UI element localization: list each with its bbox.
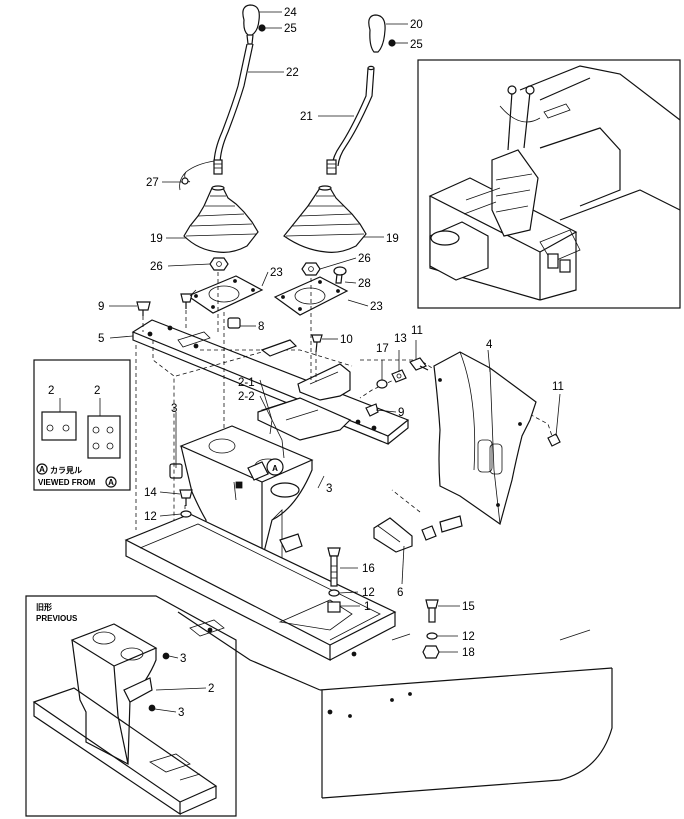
callout-3-previous-top: 3 (180, 653, 186, 665)
nut-18 (422, 645, 440, 659)
callout-25-right: 25 (410, 39, 423, 51)
base-frame (124, 513, 397, 661)
svg-text:A: A (272, 464, 278, 473)
previous-model-inset (25, 595, 237, 817)
nut-26-left (209, 257, 229, 271)
callout-20: 20 (410, 19, 423, 31)
callout-28: 28 (358, 278, 371, 290)
callout-18: 18 (462, 647, 475, 659)
bolt-17 (376, 379, 388, 389)
pin-8 (227, 317, 241, 329)
screw-11-left (409, 357, 429, 371)
callout-9-left: 9 (98, 301, 104, 313)
callout-16: 16 (362, 563, 375, 575)
lever-knob-left (242, 4, 260, 36)
washer-12-center (328, 589, 340, 597)
callout-23-left: 23 (270, 267, 283, 279)
callout-labels: 24 25 20 25 22 21 27 19 19 26 26 23 23 2… (98, 7, 564, 719)
rubber-boot-right (283, 185, 367, 253)
bracket-2-1 (257, 339, 352, 441)
callout-2-previous: 2 (208, 683, 214, 695)
callout-4: 4 (486, 339, 493, 351)
rubber-boot-left (183, 185, 259, 253)
bracket-6 (373, 515, 463, 553)
callout-11-left: 11 (411, 325, 423, 337)
legend-text-jp: カラ見ル (50, 465, 82, 475)
bolt-9-upper (180, 293, 193, 309)
previous-title-en: PREVIOUS (36, 614, 78, 623)
legend-marker: A (39, 465, 45, 474)
callout-17: 17 (376, 343, 389, 355)
callout-25-left: 25 (284, 23, 297, 35)
previous-title-jp: 旧形 (36, 602, 52, 612)
callout-1: 1 (364, 601, 370, 613)
pin-28 (333, 266, 347, 284)
washer-12-left (180, 510, 192, 518)
machine-floor-outline (177, 611, 613, 799)
callout-12-center: 12 (362, 587, 375, 599)
callout-6: 6 (397, 587, 403, 599)
callout-24: 24 (284, 7, 297, 19)
bolt-16 (327, 547, 341, 587)
legend-number-a: 2 (48, 385, 54, 397)
previous-inset-title: 旧形 PREVIOUS (36, 602, 78, 623)
part-1 (327, 601, 341, 613)
bracket-near-10 (297, 363, 351, 401)
screw-11-right (547, 433, 561, 447)
legend-labels: 2 2 A カラ見ル VIEWED FROM A (36, 385, 117, 488)
bolt-14 (179, 489, 193, 506)
callout-22: 22 (286, 67, 299, 79)
callout-19-left: 19 (150, 233, 163, 245)
installed-view-inset (417, 59, 681, 309)
legend-box (33, 359, 131, 491)
legend-text-en: VIEWED FROM (38, 478, 96, 487)
legend-number-b: 2 (94, 385, 100, 397)
view-a-marker: A (266, 458, 284, 476)
leader-lines (109, 11, 561, 713)
callout-15: 15 (462, 601, 475, 613)
bolt-10 (311, 334, 323, 353)
nut-26-right (301, 262, 321, 276)
callout-10: 10 (340, 334, 353, 346)
callout-26-right: 26 (358, 253, 371, 265)
callout-9-right: 9 (398, 407, 404, 419)
legend-marker-en: A (108, 478, 114, 487)
callout-2-1: 2-1 (238, 377, 255, 389)
callout-19-right: 19 (386, 233, 399, 245)
callout-13: 13 (394, 333, 407, 345)
callout-12-right: 12 (462, 631, 475, 643)
callout-3-left: 3 (171, 403, 177, 415)
callout-3-right: 3 (326, 483, 332, 495)
cover-plate-left (186, 275, 264, 314)
bolt-9-right (365, 403, 379, 417)
washer-12-right (426, 632, 438, 640)
callout-27: 27 (146, 177, 159, 189)
left-lever-assembly (179, 4, 266, 191)
bolt-15 (425, 599, 439, 623)
callout-11-right: 11 (552, 381, 564, 393)
lever-knob-right (368, 14, 386, 53)
callout-14: 14 (144, 487, 157, 499)
callout-8: 8 (258, 321, 264, 333)
callout-2-2: 2-2 (238, 391, 255, 403)
bolt-9-left (136, 301, 151, 316)
floor-cover-4 (433, 351, 537, 525)
callout-21: 21 (300, 111, 313, 123)
callout-5: 5 (98, 333, 104, 345)
callout-26-left: 26 (150, 261, 163, 273)
callout-23-right: 23 (370, 301, 383, 313)
callout-3-previous-bottom: 3 (178, 707, 184, 719)
right-lever-assembly (326, 14, 396, 175)
callout-12-left: 12 (144, 511, 157, 523)
